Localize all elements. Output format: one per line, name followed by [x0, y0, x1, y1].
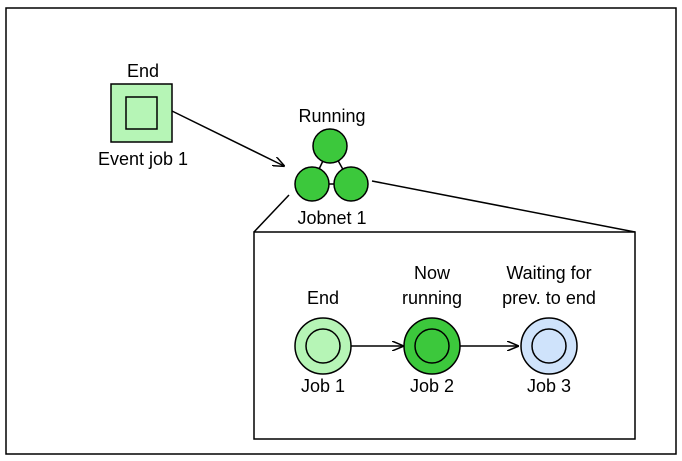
event-job-1: End Event job 1: [98, 61, 188, 169]
job-2-label: Job 2: [410, 376, 454, 396]
expand-line-left: [253, 194, 290, 233]
job-1: End Job 1: [294, 288, 352, 396]
job-3-icon-inner: [531, 328, 567, 364]
job-1-icon-inner: [305, 328, 341, 364]
event-job-label: Event job 1: [98, 149, 188, 169]
job-2-icon-inner: [414, 328, 450, 364]
job-3-status-line-2: prev. to end: [502, 288, 596, 308]
jobnet-icon-right: [333, 166, 369, 202]
job-1-status: End: [307, 288, 339, 308]
job-2-status-line-2: running: [402, 288, 462, 308]
diagram-frame: [5, 7, 677, 455]
jobnet-label: Jobnet 1: [297, 208, 366, 228]
job-1-label: Job 1: [301, 376, 345, 396]
jobnet-1: Running Jobnet 1: [294, 106, 369, 228]
expand-line-right: [371, 180, 636, 233]
job-2: Now running Job 2: [402, 263, 462, 396]
job-3: Waiting for prev. to end Job 3: [502, 263, 596, 396]
jobnet-status: Running: [298, 106, 365, 126]
job-3-label: Job 3: [527, 376, 571, 396]
event-job-status: End: [127, 61, 159, 81]
event-job-icon-inner: [125, 96, 158, 130]
jobnet-icon-top: [312, 128, 348, 164]
event-to-jobnet-arrow: [171, 110, 284, 166]
event-job-icon-outer: [110, 83, 173, 143]
job-2-status-line-1: Now: [414, 263, 451, 283]
jobnet-icon-left: [294, 166, 330, 202]
job-3-status-line-1: Waiting for: [506, 263, 591, 283]
